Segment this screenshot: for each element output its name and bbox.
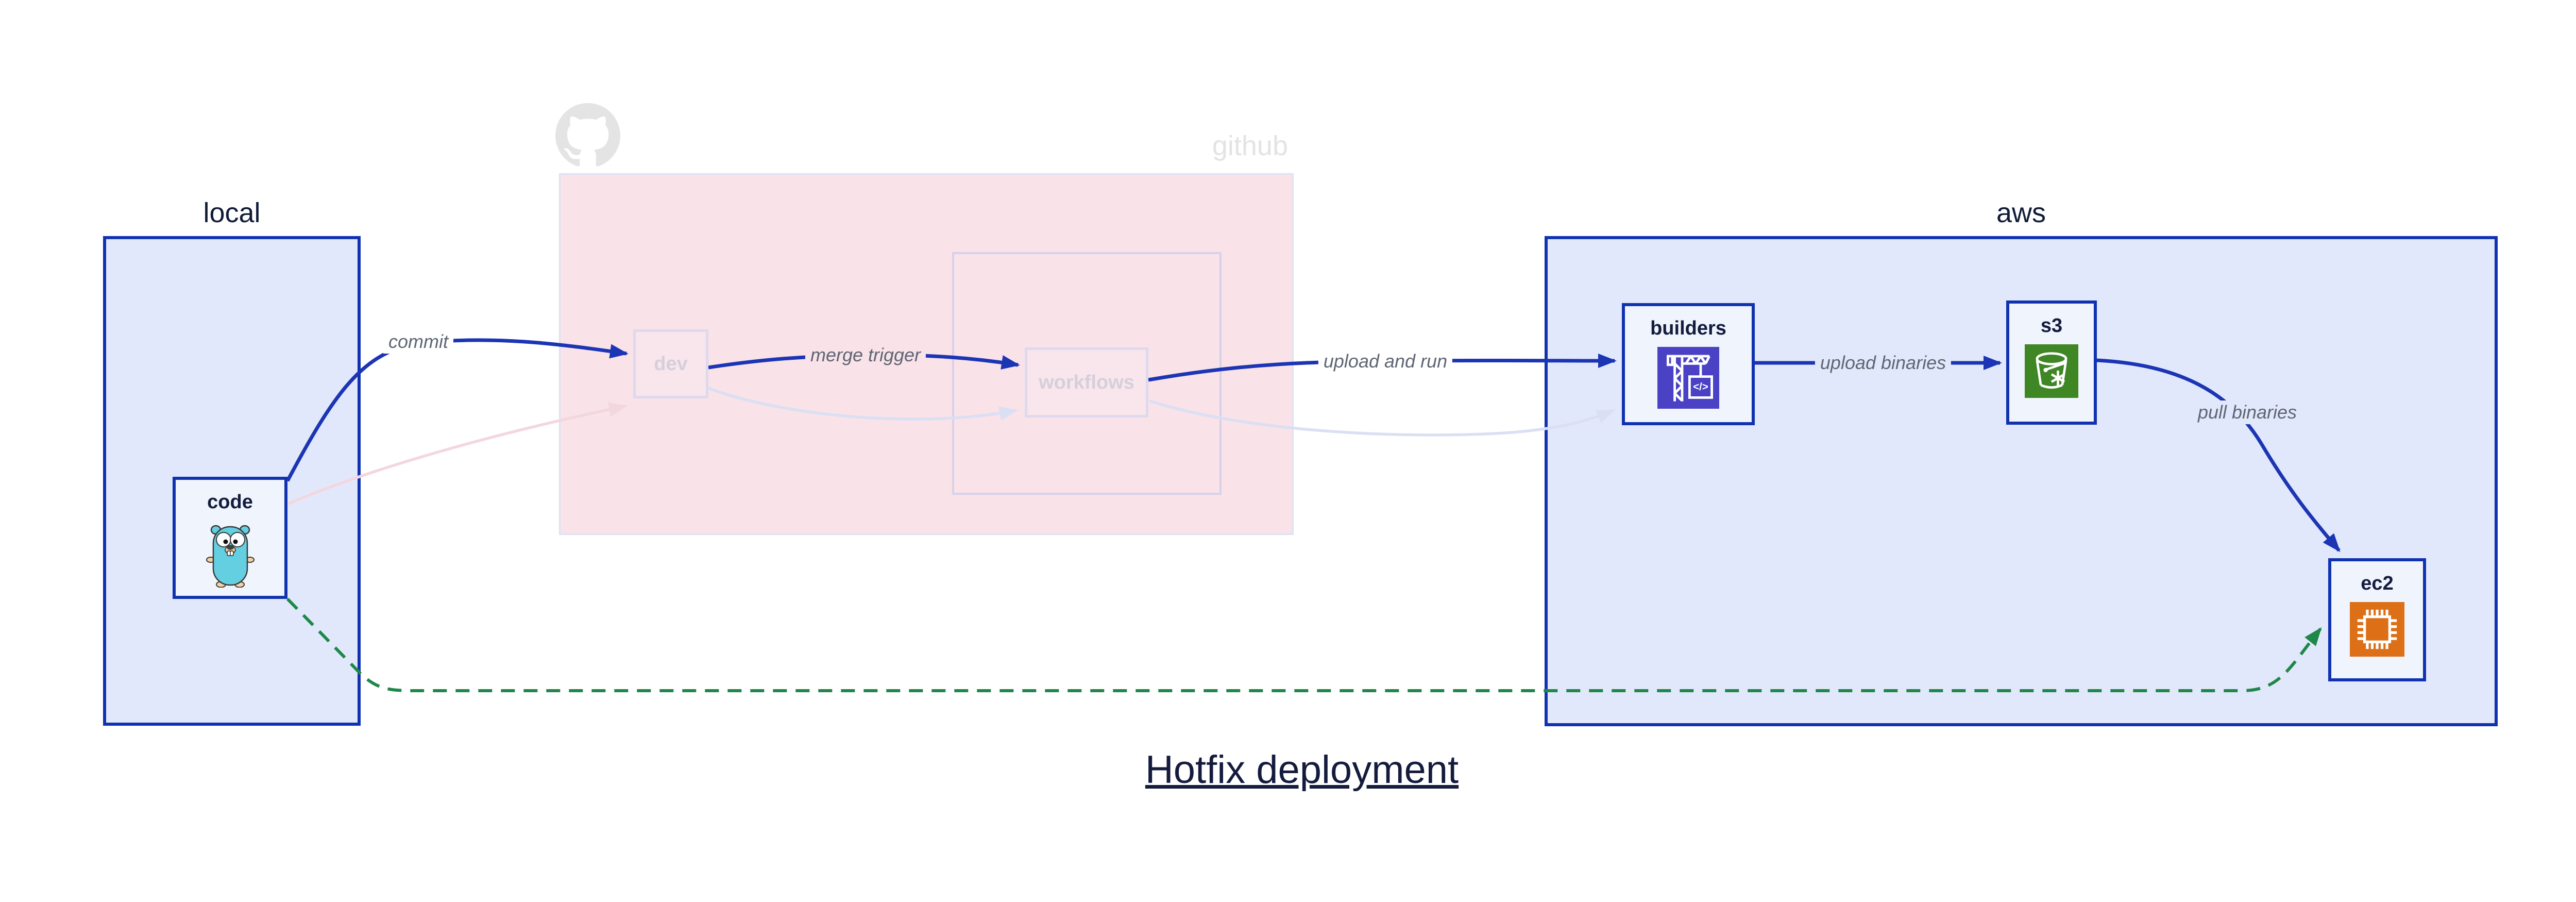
node-dev: dev [633, 329, 708, 398]
edge-label-pull-binaries: pull binaries [2192, 400, 2302, 424]
node-s3: s3 [2006, 300, 2097, 425]
node-code-label: code [207, 491, 253, 513]
group-master [952, 252, 1222, 495]
edge-pull-binaries [2096, 358, 2341, 553]
edge-label-upload-and-run: upload and run [1318, 349, 1453, 373]
group-label-github: github [1212, 130, 1288, 161]
node-ec2: ec2 [2328, 558, 2426, 681]
ghost-edge-workflows-to-builders [1149, 399, 1616, 437]
github-octocat-icon [555, 103, 620, 166]
node-workflows: workflows [1025, 347, 1148, 417]
group-label-local: local [203, 197, 261, 228]
group-label-aws: aws [1996, 197, 2046, 228]
codebuild-crane-icon: </> [1657, 347, 1719, 409]
svg-text:</>: </> [1693, 381, 1708, 393]
node-builders: builders </> [1622, 303, 1755, 425]
gopher-icon [206, 525, 255, 588]
edge-hotfix-code-to-ec2 [286, 597, 2322, 693]
node-code: code [173, 477, 287, 599]
s3-bucket-icon [2025, 344, 2078, 398]
edge-commit [285, 338, 629, 482]
ghost-edge-dev-to-workflows [708, 387, 1018, 421]
edge-label-merge-trigger: merge trigger [805, 343, 926, 367]
node-workflows-label: workflows [1039, 371, 1134, 393]
edge-label-upload-binaries: upload binaries [1815, 351, 1952, 375]
node-builders-label: builders [1650, 318, 1726, 339]
node-s3-label: s3 [2040, 315, 2063, 337]
edge-label-commit: commit [383, 330, 453, 354]
node-ec2-label: ec2 [2361, 573, 2394, 594]
diagram-title: Hotfix deployment [1145, 748, 1459, 792]
ghost-edge-code-to-dev [286, 402, 628, 506]
ec2-chip-icon [2350, 602, 2404, 657]
node-dev-label: dev [654, 353, 688, 375]
